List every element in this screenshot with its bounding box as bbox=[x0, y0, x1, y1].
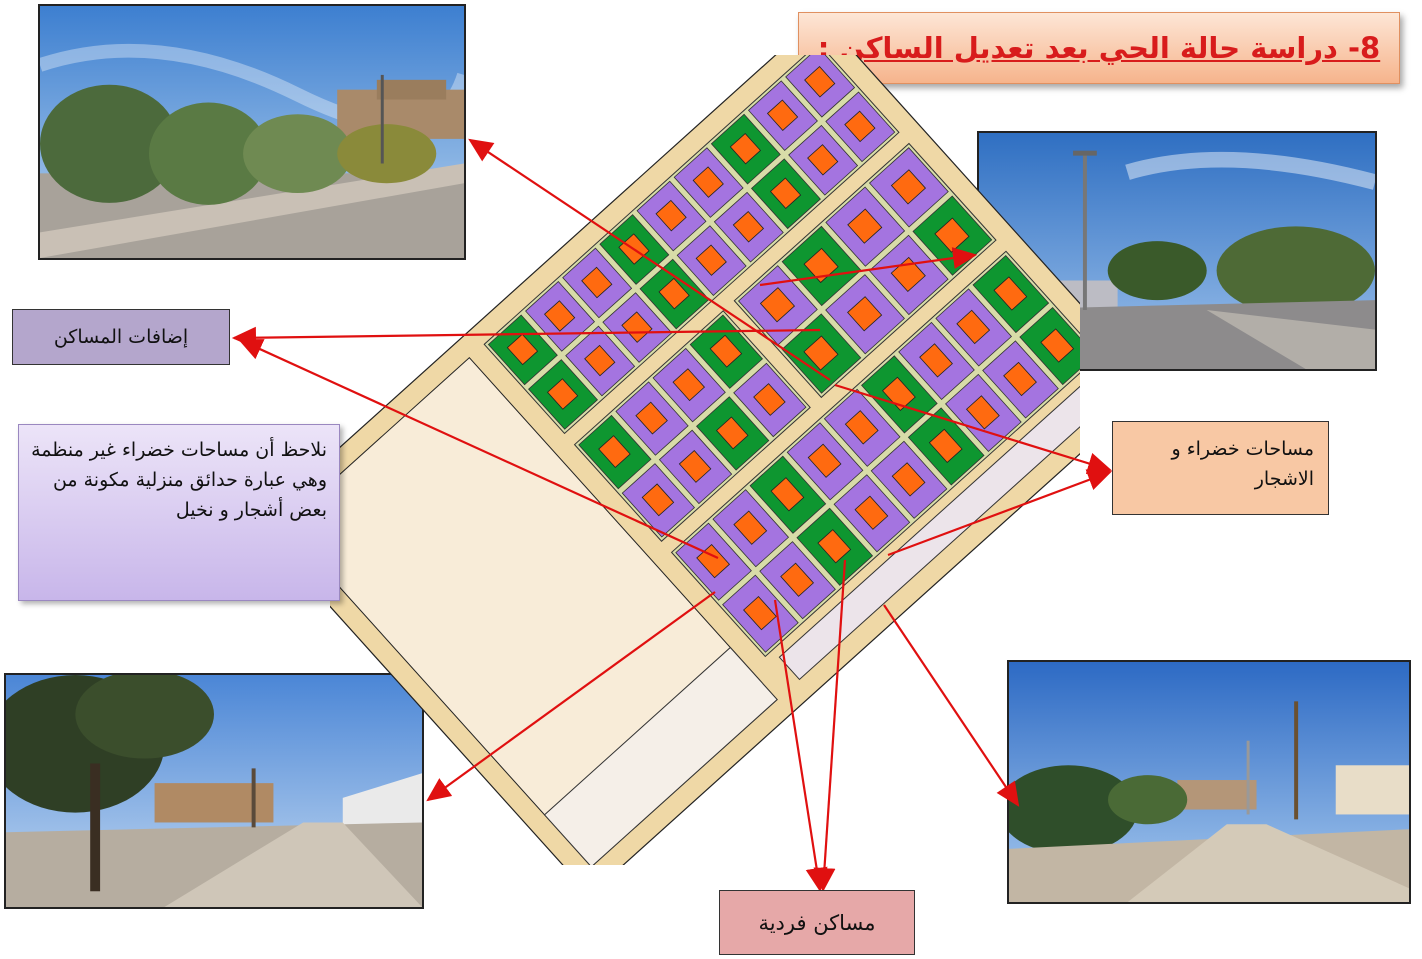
map-house bbox=[804, 66, 836, 98]
map-house bbox=[733, 510, 768, 545]
map-house bbox=[780, 562, 814, 597]
photo-olive-trees-street bbox=[38, 4, 466, 260]
map-house bbox=[807, 443, 842, 478]
map-house bbox=[854, 495, 889, 530]
map-house bbox=[847, 296, 883, 332]
map-house bbox=[743, 596, 777, 631]
urban-plan-map bbox=[330, 55, 1080, 865]
map-house bbox=[770, 477, 805, 512]
title-box: 8- دراسة حالة الحي بعد تعديل الساكن : bbox=[798, 12, 1400, 84]
label-houses: مساكن فردية bbox=[719, 890, 915, 955]
label-additions: إضافات المساكن bbox=[12, 309, 230, 365]
map-house bbox=[956, 309, 991, 345]
map-house bbox=[817, 529, 852, 564]
map-house bbox=[766, 99, 799, 131]
label-green-spaces: مساحات خضراء و الاشجار bbox=[1112, 421, 1329, 515]
map-house bbox=[993, 276, 1028, 311]
label-note: نلاحظ أن مساحات خضراء غير منظمة وهي عبار… bbox=[18, 424, 340, 601]
page-title: 8- دراسة حالة الحي بعد تعديل الساكن : bbox=[817, 31, 1381, 65]
label-note-text: نلاحظ أن مساحات خضراء غير منظمة وهي عبار… bbox=[31, 439, 327, 521]
map-house bbox=[844, 110, 876, 143]
map-house bbox=[934, 217, 970, 253]
map-house bbox=[919, 343, 953, 378]
label-houses-text: مساكن فردية bbox=[758, 910, 876, 935]
photo-palm-trees-street bbox=[1007, 660, 1411, 904]
map-house bbox=[753, 383, 786, 416]
label-additions-text: إضافات المساكن bbox=[53, 326, 189, 348]
map-house bbox=[1040, 328, 1075, 363]
photo-pine-trees-road bbox=[4, 673, 424, 909]
label-green-text: مساحات خضراء و الاشجار bbox=[1171, 438, 1314, 490]
map-house bbox=[847, 208, 883, 244]
map-house bbox=[890, 169, 927, 205]
map-house bbox=[715, 416, 749, 450]
